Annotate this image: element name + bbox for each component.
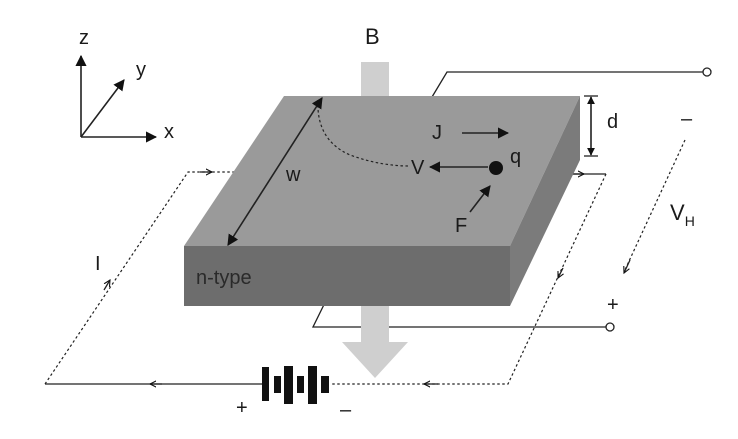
battery-cell-3 (284, 366, 293, 404)
b-field-shaft-bottom (361, 306, 389, 344)
hall-minus-label: – (681, 108, 693, 130)
battery-cell-2 (274, 376, 281, 393)
current-loop-left (44, 171, 238, 385)
charge-label: q (510, 146, 521, 168)
top-terminal (702, 67, 712, 77)
battery-cell-1 (262, 367, 269, 401)
plate-annotations: w J V q F (227, 97, 521, 246)
b-field-label: B (365, 24, 380, 49)
hall-voltage: – VH + (607, 108, 695, 316)
current-arrow-right-side (557, 267, 563, 278)
battery-plus-label: + (236, 397, 248, 419)
plate-front-face (184, 246, 510, 306)
plate-side-face (510, 96, 580, 306)
battery-minus-label: – (340, 399, 352, 421)
force-label: F (455, 215, 467, 237)
current-arrow-left-side (103, 280, 110, 291)
thickness-dimension: d (584, 95, 618, 157)
current-density-label: J (432, 122, 442, 144)
force-arrow (469, 185, 491, 213)
battery-cell-5 (308, 366, 317, 404)
bottom-terminal (605, 322, 615, 332)
current-loop-right (330, 173, 607, 385)
hall-plus-label: + (607, 294, 619, 316)
x-axis-label: x (164, 121, 174, 143)
magnetic-field-arrow-bottom (342, 306, 408, 378)
top-terminal-wire (431, 71, 704, 98)
current-label: I (95, 253, 101, 275)
hall-voltage-arrow (624, 259, 631, 273)
z-axis-label: z (79, 27, 89, 49)
width-dimension-arrow (227, 97, 323, 246)
coordinate-axes: z y x (75, 27, 174, 143)
semiconductor-plate: n-type (184, 96, 580, 306)
battery-icon: + – (236, 366, 352, 421)
hall-voltage-label: VH (670, 200, 695, 229)
n-type-label: n-type (196, 267, 252, 289)
battery-cell-6 (321, 376, 329, 393)
hall-voltage-dotted-line (623, 139, 686, 273)
width-label: w (285, 164, 301, 186)
y-axis-arrow (80, 79, 125, 138)
charge-carrier-dot (489, 161, 503, 175)
y-axis-label: y (136, 59, 146, 81)
b-field-head-bottom (342, 342, 408, 378)
battery-cell-4 (297, 376, 304, 393)
thickness-label: d (607, 111, 618, 133)
velocity-label: V (411, 157, 425, 179)
